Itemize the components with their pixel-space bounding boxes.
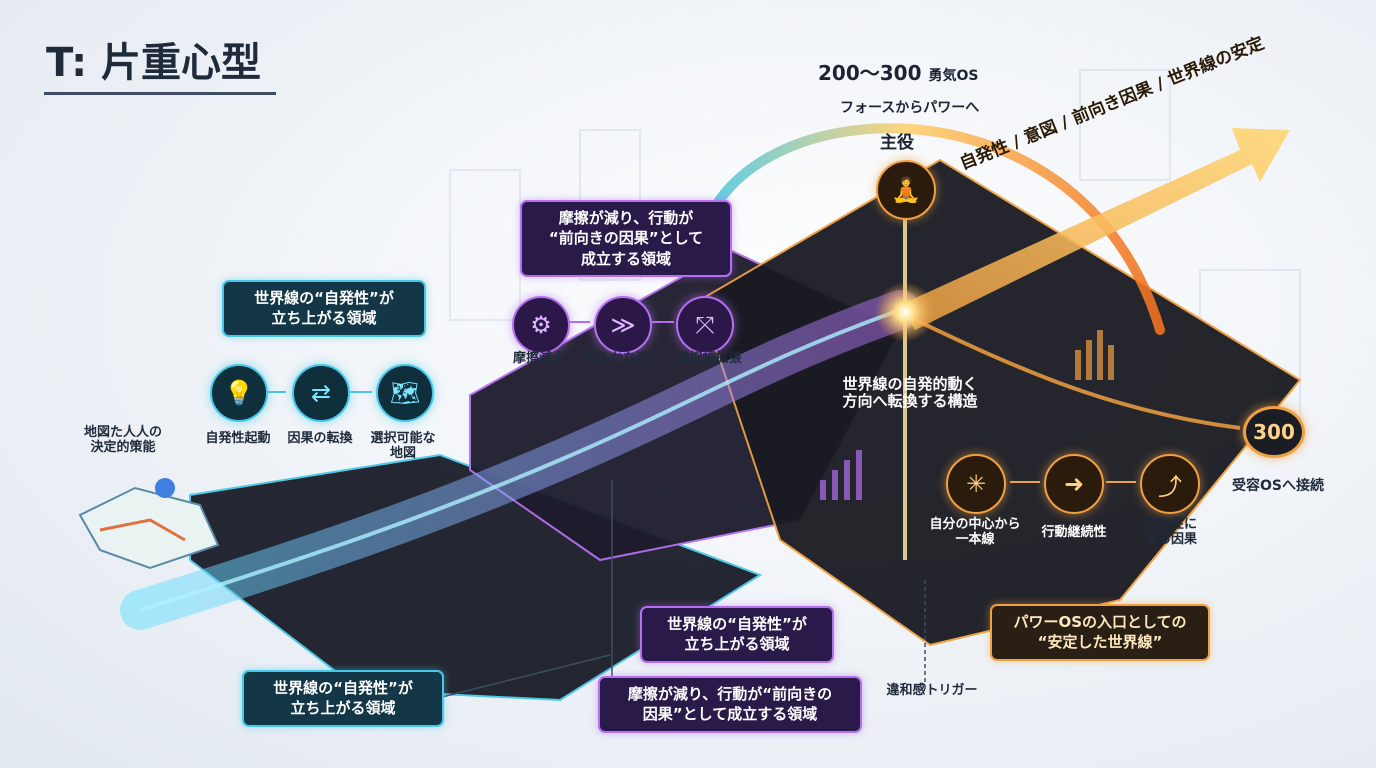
range-header: 200〜300 勇気OS	[818, 62, 978, 85]
callout-line: 立ち上がる領域	[684, 635, 790, 654]
callout-line: 立ち上がる領域	[290, 699, 396, 718]
chart-bars-decor	[1075, 330, 1114, 380]
callout-connectors	[429, 480, 926, 701]
friction-icon: ⚙	[512, 296, 570, 354]
step-label-biased-causality: 可能性に 偏る因果	[1144, 517, 1197, 547]
callout-line: パワーOSの入口としての	[1013, 613, 1187, 631]
step-label-smooth-progress: 滑らかな進行	[583, 351, 662, 366]
step-label-choice-expansion: 選択幅拡張	[676, 351, 742, 366]
step-label-causal-shift: 因果の転換	[287, 431, 353, 446]
center-glow	[875, 282, 935, 342]
growth-arrow-icon: ⤴	[1140, 454, 1200, 514]
callout-line: 摩擦が減り、行動が	[558, 209, 694, 227]
callout-orange-bottom: パワーOSの入口としての “安定した世界線”	[990, 604, 1210, 661]
flow-arrows-icon: ≫	[594, 296, 652, 354]
board-orange	[698, 158, 1302, 647]
swap-arrows-icon: ⇄	[292, 364, 350, 422]
main-role-label: 主役	[880, 133, 914, 153]
chart-bars-decor-purple	[820, 450, 862, 500]
callout-purple-bottom: 摩擦が減り、行動が“前向きの 因果”として成立する領域	[598, 676, 862, 733]
callout-teal-top: 世界線の“自発性”が 立ち上がる領域	[222, 280, 426, 337]
arc-subtitle: フォースからパワーへ	[840, 100, 980, 116]
step-label-selectable-map: 選択可能な 地図	[370, 431, 436, 461]
callout-line: 因果”として成立する領域	[642, 705, 818, 724]
expand-icon: ⤧	[676, 296, 734, 354]
center-burst-icon: ✳	[946, 454, 1006, 514]
forward-arrow-icon: ➜	[1044, 454, 1104, 514]
target-300-badge: 300	[1243, 406, 1305, 458]
page-title: T: 片重心型	[46, 40, 262, 86]
trigger-label: 違和感トリガー	[886, 683, 978, 698]
callout-line: 世界線の“自発性”が	[273, 679, 413, 697]
orange-diagonal-arrow	[900, 128, 1290, 330]
person-meditating-icon: 🧘	[876, 160, 936, 220]
callout-line: 立ち上がる領域	[271, 309, 377, 328]
folded-map-icon	[78, 478, 220, 570]
callout-purple-top: 摩擦が減り、行動が “前向きの因果”として 成立する領域	[520, 200, 732, 277]
callout-line: “前向きの因果”として	[548, 229, 704, 248]
map-caption: 地図た人人の 決定的策能	[83, 425, 162, 455]
center-structure-text: 世界線の自発的動く 方向へ転換する構造	[842, 375, 978, 411]
map-icon: 🗺	[376, 364, 434, 422]
line-to-badge	[904, 313, 1241, 430]
step-label-center-line: 自分の中心から 一本線	[929, 517, 1021, 547]
lightbulb-icon: 💡	[210, 364, 268, 422]
callout-line: “安定した世界線”	[1037, 633, 1163, 652]
callout-line: 世界線の“自発性”が	[667, 615, 807, 633]
title-underline	[44, 92, 276, 95]
callout-line: 摩擦が減り、行動が“前向きの	[627, 685, 833, 703]
callout-line: 世界線の“自発性”が	[254, 289, 394, 307]
callout-teal-bottom: 世界線の“自発性”が 立ち上がる領域	[242, 670, 444, 727]
step-label-friction-reduction: 摩擦減少	[512, 351, 565, 366]
step-label-spontaneity: 自発性起動	[205, 431, 271, 446]
step-label-action-continuity: 行動継続性	[1041, 525, 1107, 540]
os-name: 勇気OS	[928, 68, 979, 84]
board-teal	[189, 453, 763, 702]
range-value: 200〜300	[818, 61, 922, 85]
stream-teal-core	[139, 308, 901, 612]
badge-caption: 受容OSへ接続	[1232, 478, 1324, 494]
callout-line: 成立する領域	[580, 249, 671, 268]
callout-purple-mid: 世界線の“自発性”が 立ち上がる領域	[640, 606, 834, 663]
